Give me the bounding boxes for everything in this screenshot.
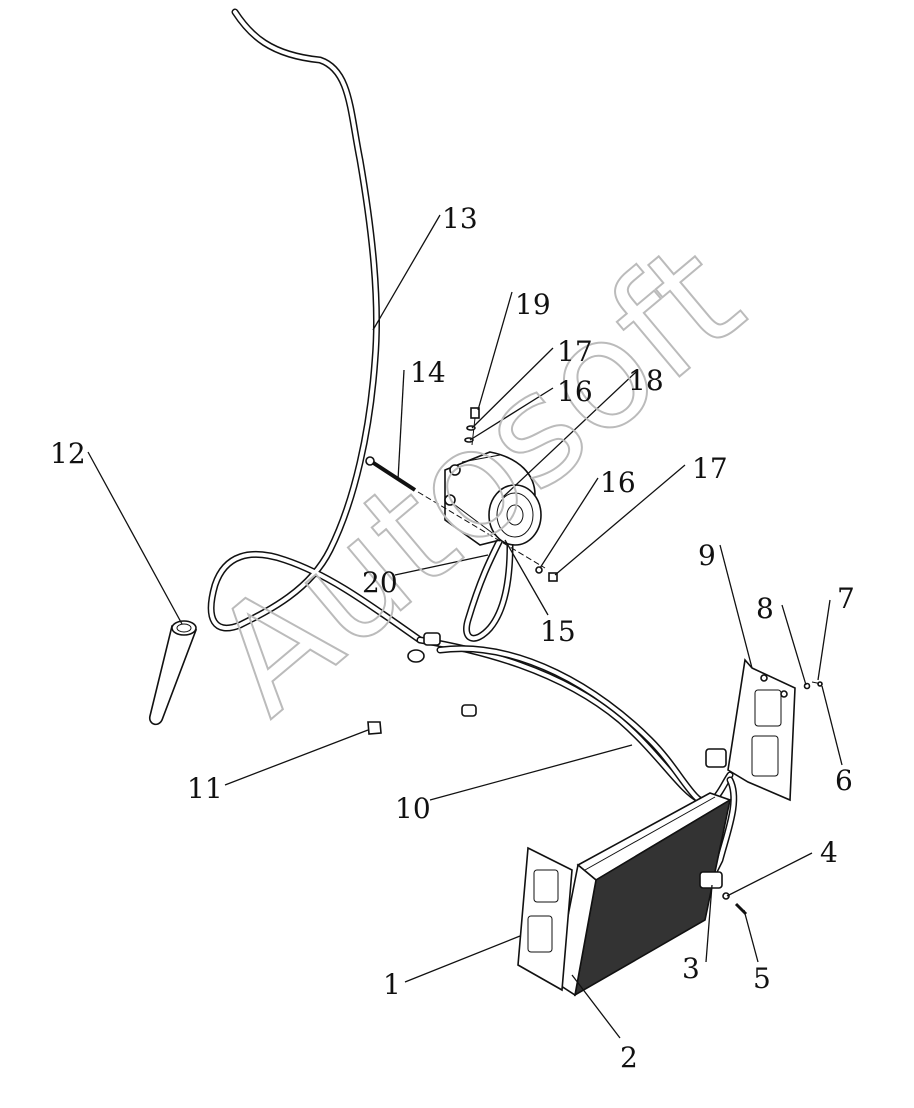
callout-17-upper: 17 xyxy=(557,335,593,368)
bolt-19-stack xyxy=(464,407,480,446)
leader-lines xyxy=(87,214,843,1039)
callout-3: 3 xyxy=(682,952,700,985)
callout-13: 13 xyxy=(442,202,478,235)
callout-9: 9 xyxy=(698,539,716,572)
bracket-9 xyxy=(727,658,796,802)
callout-16-upper: 16 xyxy=(557,375,593,408)
callout-18: 18 xyxy=(628,364,664,397)
callout-7: 7 xyxy=(837,582,855,615)
fitting-top-condenser xyxy=(705,748,727,768)
callout-14: 14 xyxy=(410,356,446,389)
callout-2: 2 xyxy=(620,1041,638,1074)
drier-12 xyxy=(148,620,198,726)
callout-17-lower: 17 xyxy=(692,452,728,485)
callout-1: 1 xyxy=(383,968,401,1001)
hose-fittings xyxy=(407,632,477,717)
hose-13 xyxy=(207,8,424,644)
callout-8: 8 xyxy=(756,592,774,625)
watermark: Autosoft xyxy=(181,211,773,747)
belt-15 xyxy=(463,536,514,642)
callout-10: 10 xyxy=(395,792,431,825)
callout-5: 5 xyxy=(753,962,771,995)
bracket-1 xyxy=(517,846,573,992)
callout-16-lower: 16 xyxy=(600,466,636,499)
callout-labels: 1 2 3 4 5 6 7 8 9 10 11 12 13 14 15 16 1… xyxy=(50,202,855,1074)
callout-12: 12 xyxy=(50,437,86,470)
callout-11: 11 xyxy=(187,772,223,805)
callout-15: 15 xyxy=(540,615,576,648)
clamp-11 xyxy=(367,721,382,735)
bolt-14 xyxy=(365,456,546,569)
fasteners-6-7-8 xyxy=(803,681,823,690)
nut-washer-lower xyxy=(535,566,558,582)
callout-19: 19 xyxy=(515,288,551,321)
condenser-2 xyxy=(554,792,732,997)
callout-20: 20 xyxy=(362,566,398,599)
callout-4: 4 xyxy=(820,836,838,869)
callout-6: 6 xyxy=(835,764,853,797)
